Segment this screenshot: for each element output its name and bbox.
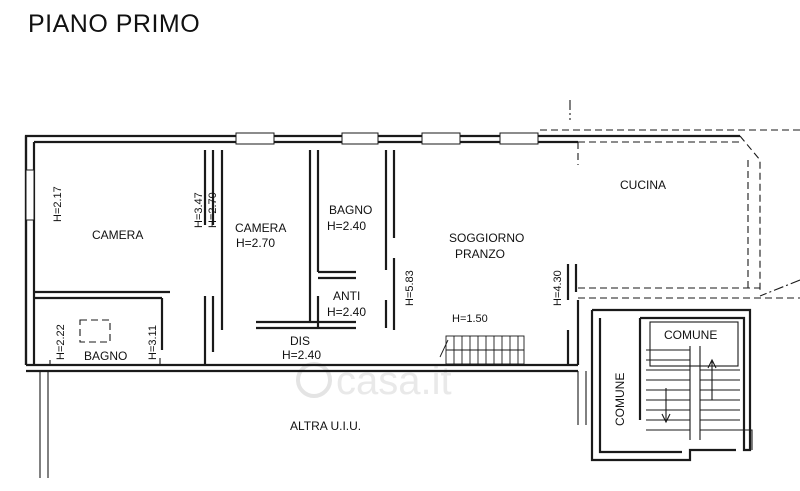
label-bagno2-h-right: H=3.11 (147, 325, 159, 360)
window-camera (25, 169, 35, 221)
label-camera-1: CAMERA (92, 228, 143, 242)
bathtub (79, 319, 111, 343)
label-soggiorno: SOGGIORNO (449, 231, 524, 245)
watermark-text: casa.it (336, 359, 452, 403)
internal-staircase (439, 335, 525, 365)
label-camera2-h-left: H=2.70 (207, 192, 219, 228)
bagno-door-marks (49, 358, 161, 365)
label-bagno1-h: H=2.40 (327, 219, 366, 233)
label-pranzo: PRANZO (455, 247, 505, 261)
label-camera1-h-right: H=3.47 (193, 192, 205, 228)
label-camera2-h: H=2.70 (236, 236, 275, 250)
label-dis: DIS (290, 334, 310, 348)
outer-walls (24, 132, 740, 373)
label-stair-h: H=1.50 (452, 313, 488, 325)
window-top-1 (235, 132, 275, 145)
label-anti: ANTI (333, 289, 360, 303)
label-dis-h: H=2.40 (282, 348, 321, 362)
label-soggiorno-h-left: H=5.83 (404, 270, 416, 306)
label-camera-2: CAMERA (235, 221, 286, 235)
label-camera1-h-left: H=2.17 (52, 186, 64, 222)
window-top-2 (341, 132, 379, 145)
label-bagno2-h-left: H=2.22 (55, 324, 67, 360)
plan-title: PIANO PRIMO (28, 10, 200, 38)
label-anti-h: H=2.40 (327, 305, 366, 319)
dashed-boundary (540, 100, 800, 299)
common-stairwell (590, 308, 753, 462)
label-comune-2: COMUNE (613, 373, 627, 426)
window-top-3 (421, 132, 461, 145)
label-comune-1: COMUNE (664, 328, 717, 342)
label-altra-uiu: ALTRA U.I.U. (290, 419, 361, 433)
label-cucina: CUCINA (620, 178, 666, 192)
window-top-4 (499, 132, 539, 145)
label-bagno-1: BAGNO (329, 203, 372, 217)
label-bagno-2: BAGNO (84, 349, 127, 363)
watermark: casa.it (296, 359, 452, 403)
label-soggiorno-h-right: H=4.30 (552, 270, 564, 306)
interior-walls (34, 150, 587, 478)
